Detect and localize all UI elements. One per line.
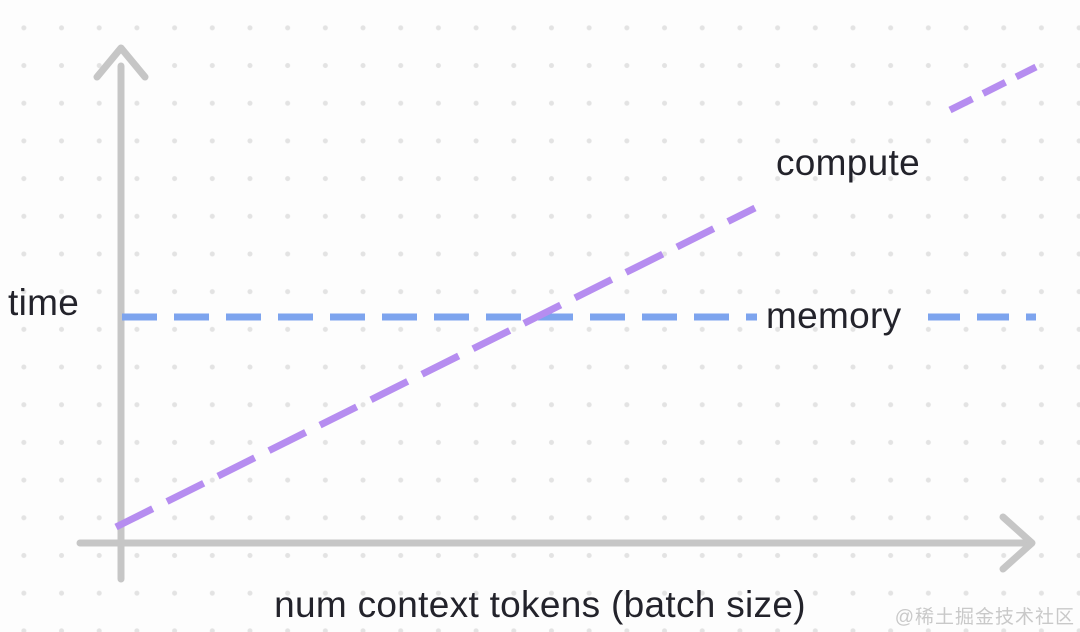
compute-label: compute xyxy=(776,142,921,183)
x-axis-arrow-icon xyxy=(999,513,1036,573)
y-axis-label: time xyxy=(8,282,80,323)
compute-line-right xyxy=(948,63,1038,114)
watermark: @稀土掘金技术社区 xyxy=(894,607,1075,628)
compute-line xyxy=(114,204,757,531)
y-axis-arrow-icon xyxy=(93,44,149,81)
x-axis-label: num context tokens (batch size) xyxy=(274,584,806,625)
memory-label: memory xyxy=(766,295,902,336)
